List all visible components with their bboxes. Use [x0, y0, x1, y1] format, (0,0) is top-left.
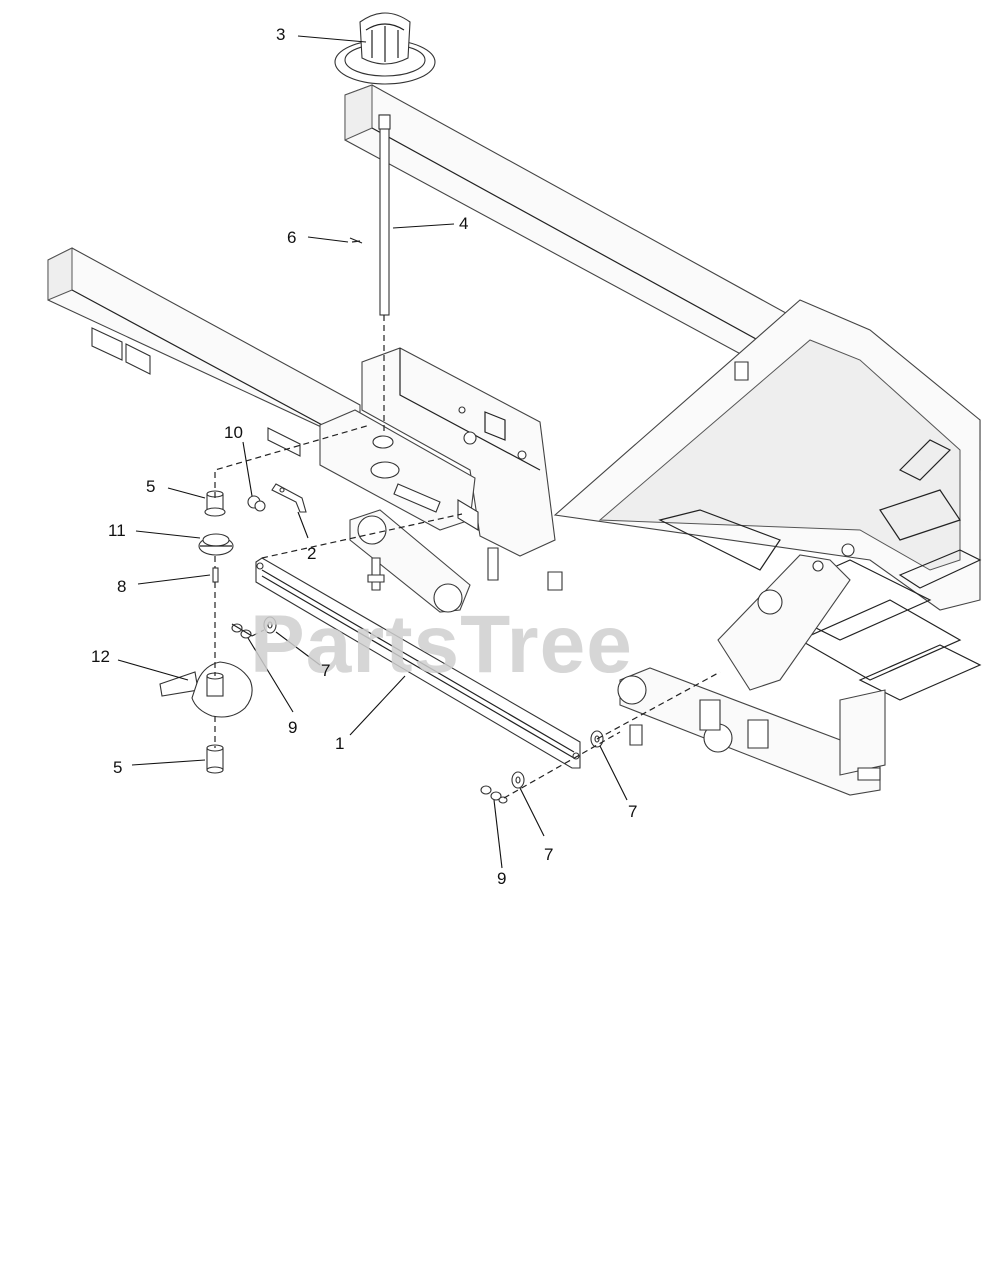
callout-labels: 3 4 6 10 5 2 11 8 12 7 9 1 5 7 7 9 [91, 25, 637, 888]
part-2-bracket [271, 483, 307, 513]
chassis-frame [47, 84, 982, 796]
callout-3: 3 [276, 25, 285, 44]
part-11-gear [198, 533, 234, 556]
part-8-pin [212, 567, 219, 583]
part-9-clip-lower [480, 785, 508, 804]
callout-leaders [117, 35, 628, 869]
callout-8: 8 [117, 577, 126, 596]
callout-9-lower: 9 [497, 869, 506, 888]
callout-7-lower: 7 [544, 845, 553, 864]
part-7-washer-lower [511, 771, 525, 789]
assembly-lines [214, 315, 721, 799]
part-3-knob [334, 12, 436, 85]
part-12-sprocket [159, 661, 253, 718]
callout-12: 12 [91, 647, 110, 666]
part-9-clip-left [231, 623, 253, 639]
callout-5-upper: 5 [146, 477, 155, 496]
watermark: PartsTree [250, 599, 633, 690]
part-4-shaft [378, 114, 391, 316]
part-7-washer-left [263, 616, 277, 634]
part-5-bushing-lower [206, 744, 224, 774]
callout-7-left: 7 [321, 661, 330, 680]
callout-5-lower: 5 [113, 758, 122, 777]
callout-11: 11 [108, 521, 126, 540]
callout-4: 4 [459, 214, 468, 233]
callout-2: 2 [307, 544, 316, 563]
part-6-pin [349, 237, 363, 244]
callout-6: 6 [287, 228, 296, 247]
callout-10: 10 [224, 423, 243, 442]
part-10-nut [247, 495, 266, 512]
callout-1: 1 [335, 734, 344, 753]
callout-9-left: 9 [288, 718, 297, 737]
callout-7-right: 7 [628, 802, 637, 821]
